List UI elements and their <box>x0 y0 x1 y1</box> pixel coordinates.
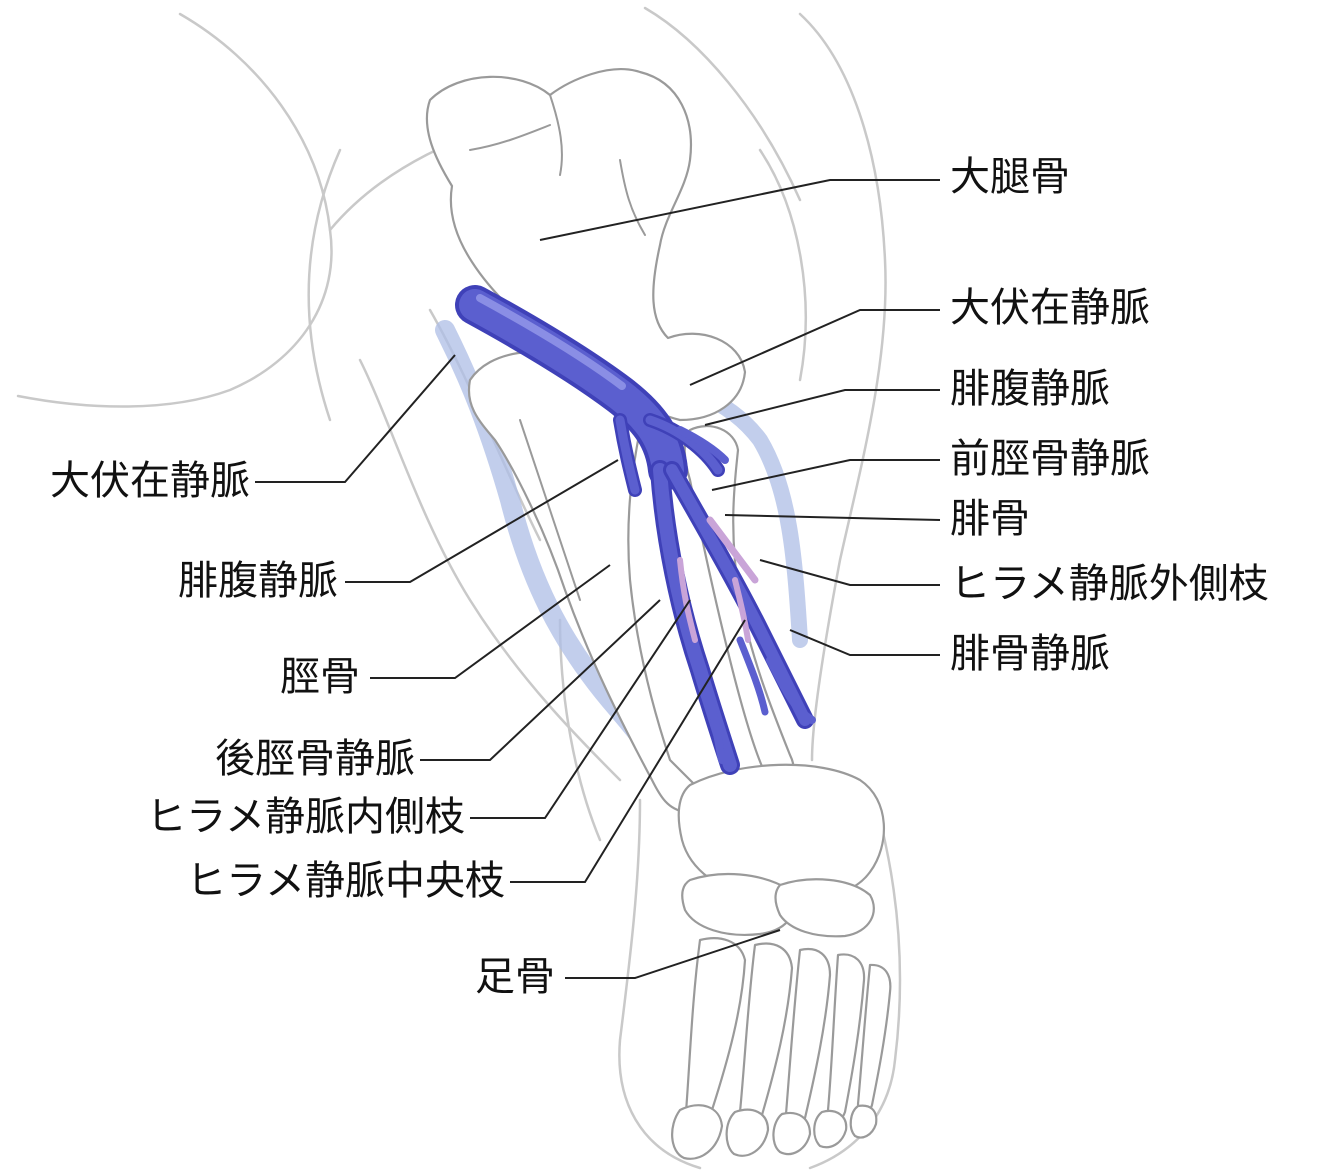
leader-foot-bones <box>565 930 780 978</box>
label-great-saphenous-vein-left: 大伏在静脈 <box>15 458 250 504</box>
label-sural-vein-left: 腓腹静脈 <box>100 558 338 604</box>
leader-anterior-tibial <box>712 460 940 490</box>
label-sural-vein-right: 腓腹静脈 <box>950 366 1110 412</box>
label-fibula: 腓骨 <box>950 496 1030 542</box>
label-fibular-vein: 腓骨静脈 <box>950 631 1110 677</box>
label-great-saphenous-vein-right: 大伏在静脈 <box>950 285 1150 331</box>
foot-bones <box>672 765 890 1159</box>
label-foot-bones: 足骨 <box>400 954 555 1000</box>
leader-fibular-vein <box>790 630 940 655</box>
label-femur: 大腿骨 <box>950 154 1070 200</box>
label-soleal-vein-central-branch: ヒラメ静脈中央枝 <box>80 858 505 904</box>
label-soleal-vein-medial-branch: ヒラメ静脈内側枝 <box>40 794 465 840</box>
leader-great-saphenous-left <box>255 355 455 482</box>
leader-fibula <box>725 515 940 520</box>
label-anterior-tibial-vein: 前脛骨静脈 <box>950 436 1150 482</box>
label-soleal-vein-lateral-branch: ヒラメ静脈外側枝 <box>950 561 1269 607</box>
label-tibia: 脛骨 <box>200 654 360 700</box>
label-posterior-tibial-vein: 後脛骨静脈 <box>110 736 415 782</box>
